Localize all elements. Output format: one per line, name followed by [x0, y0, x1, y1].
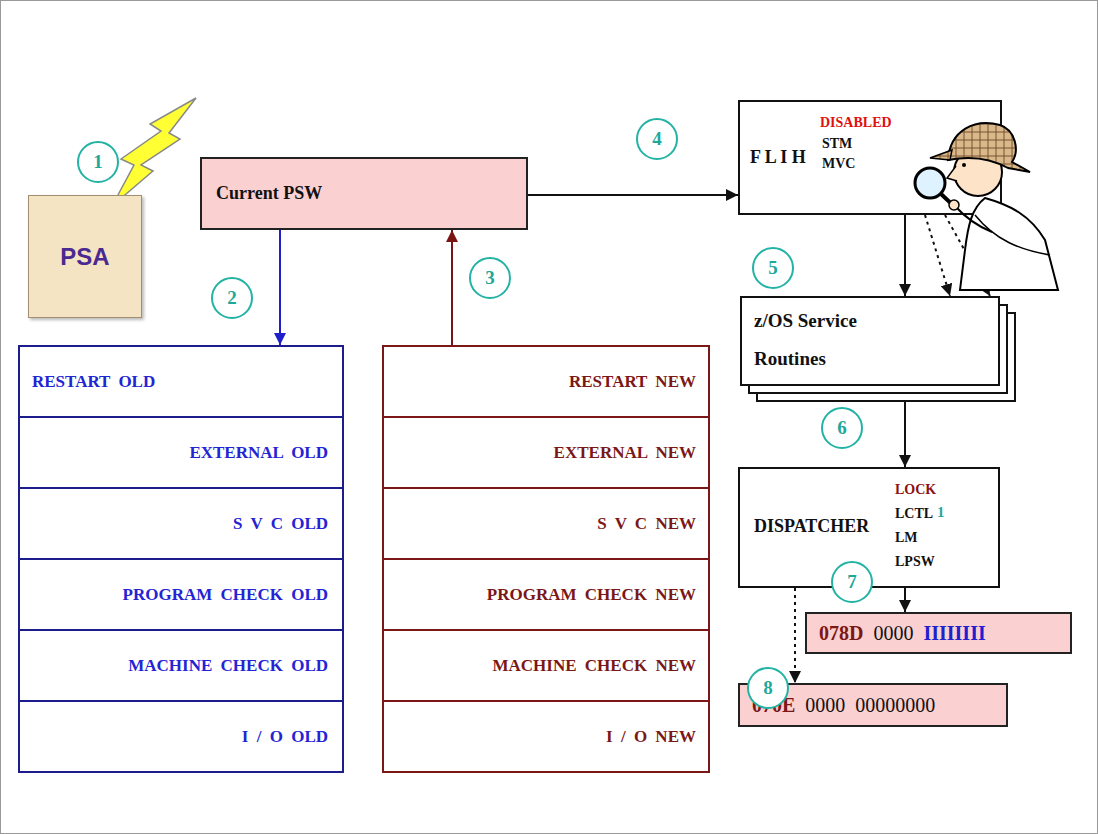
- old-psw-slot: EXTERNAL OLD: [18, 416, 344, 489]
- node-text: LOCK: [895, 482, 936, 498]
- node-text: 00000000: [855, 694, 935, 717]
- node-text: 0000: [805, 694, 845, 717]
- new-psw-slot: MACHINE CHECK NEW: [382, 629, 710, 702]
- node-text: EXTERNAL OLD: [189, 443, 328, 463]
- new-psw-slot: RESTART NEW: [382, 345, 710, 418]
- flow-arrow: [925, 215, 950, 296]
- callout-number: 5: [752, 247, 794, 289]
- callout-number: 8: [747, 667, 789, 709]
- service-routines-box: z/OS Service Routines: [740, 296, 1000, 386]
- text-slot: LPSW: [895, 554, 935, 570]
- flow-arrow: [279, 230, 281, 345]
- text-slot: Current PSW: [216, 183, 322, 204]
- node-text: LCTL: [895, 506, 933, 522]
- flow-arrow: [904, 215, 906, 296]
- text-slot: DISPATCHER: [754, 516, 869, 537]
- old-psw-slot: MACHINE CHECK OLD: [18, 629, 344, 702]
- callout-slot: 6: [821, 407, 863, 449]
- text-slot: MVC: [822, 156, 855, 172]
- callout-number: 1: [77, 141, 119, 183]
- node-text: 078D: [819, 622, 863, 645]
- node-text: RESTART OLD: [32, 372, 155, 392]
- text-slot: LCTL: [895, 506, 933, 522]
- callout-number: 7: [831, 561, 873, 603]
- text-slot: STM: [822, 136, 852, 152]
- psw-value-box: 078D 0000 IIIIIIII: [805, 612, 1072, 654]
- callout-number: 2: [211, 277, 253, 319]
- node-text: Current PSW: [216, 183, 322, 204]
- callout-number: 4: [636, 118, 678, 160]
- node-text: IIIIIIII: [923, 622, 985, 645]
- callout-number: 6: [821, 407, 863, 449]
- node-text: DISABLED: [820, 115, 892, 131]
- node-text: MVC: [822, 156, 855, 172]
- node-text: 0000: [873, 622, 913, 645]
- flow-arrow: [904, 588, 906, 612]
- text-slot: LOCK: [895, 482, 936, 498]
- flow-arrow: [528, 194, 738, 196]
- old-psw-slot: PROGRAM CHECK OLD: [18, 558, 344, 631]
- node-text: PROGRAM CHECK NEW: [487, 585, 696, 605]
- new-psw-slot: PROGRAM CHECK NEW: [382, 558, 710, 631]
- callout-number: 3: [469, 257, 511, 299]
- old-psw-slot: S V C OLD: [18, 487, 344, 560]
- new-psw-slot: S V C NEW: [382, 487, 710, 560]
- node-text: STM: [822, 136, 852, 152]
- psa-box: PSA: [28, 195, 142, 318]
- flow-arrow: [794, 588, 796, 683]
- node-text: MACHINE CHECK NEW: [492, 656, 696, 676]
- callout-slot: 3: [469, 257, 511, 299]
- new-psw-slot: I / O NEW: [382, 700, 710, 773]
- callout-slot: 8: [747, 667, 789, 709]
- text-slot: DISABLED: [820, 115, 892, 131]
- node-text: EXTERNAL NEW: [554, 443, 696, 463]
- node-text: z/OS Service Routines: [754, 302, 924, 378]
- node-text: I / O NEW: [606, 727, 696, 747]
- text-slot: 1: [937, 504, 945, 521]
- callout-slot: 7: [831, 561, 873, 603]
- node-text: I / O OLD: [242, 727, 328, 747]
- node-text: S V C OLD: [233, 514, 328, 534]
- node-text: LPSW: [895, 554, 935, 570]
- callout-slot: 1: [77, 141, 119, 183]
- text-slot: z/OS Service Routines: [754, 302, 924, 378]
- new-psw-slot: EXTERNAL NEW: [382, 416, 710, 489]
- node-text: LM: [895, 530, 918, 546]
- callout-slot: 2: [211, 277, 253, 319]
- flow-arrow: [451, 230, 453, 345]
- node-text: PSA: [60, 243, 109, 271]
- node-text: 1: [937, 504, 945, 521]
- node-text: DISPATCHER: [754, 516, 869, 537]
- psw-box: Current PSW: [200, 157, 528, 230]
- old-psw-slot: I / O OLD: [18, 700, 344, 773]
- node-text: F L I H: [750, 147, 806, 168]
- node-text: S V C NEW: [597, 514, 696, 534]
- node-text: PROGRAM CHECK OLD: [123, 585, 328, 605]
- callout-slot: 5: [752, 247, 794, 289]
- node-text: RESTART NEW: [569, 372, 696, 392]
- text-slot: F L I H: [750, 147, 806, 168]
- node-text: MACHINE CHECK OLD: [128, 656, 328, 676]
- callout-slot: 4: [636, 118, 678, 160]
- old-psw-slot: RESTART OLD: [18, 345, 344, 418]
- text-slot: LM: [895, 530, 918, 546]
